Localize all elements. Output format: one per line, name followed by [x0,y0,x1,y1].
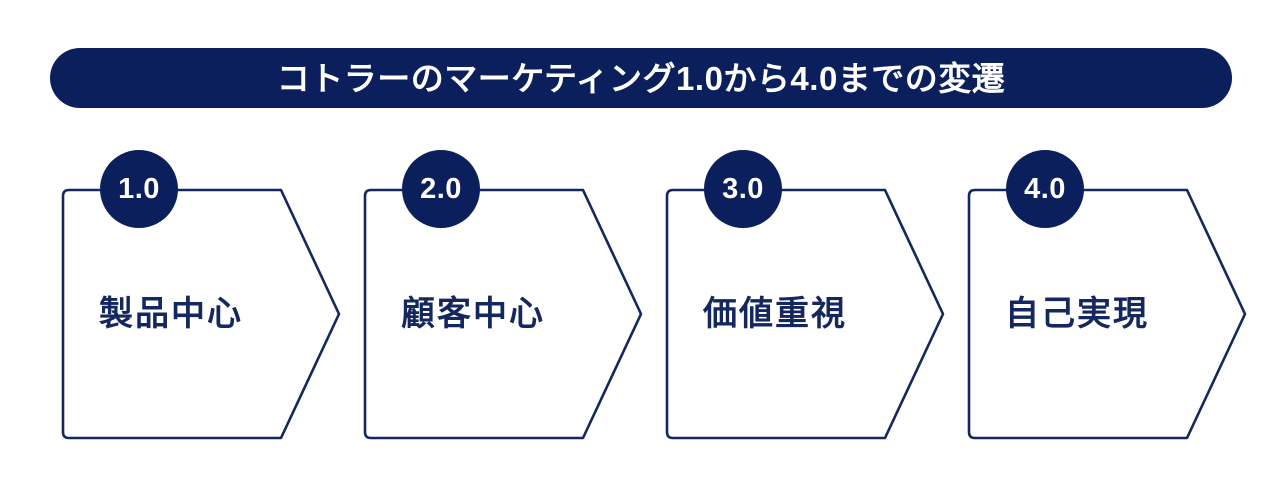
stage-badge-text-3: 3.0 [722,172,764,205]
stage-card-1[interactable]: 製品中心 1.0 [55,150,351,446]
chevron-shape-icon [61,188,341,440]
stage-badge-4: 4.0 [1006,150,1084,228]
chevron-shape-icon [363,188,643,440]
chevron-shape-icon [665,188,945,440]
stage-label-3: 価値重視 [703,295,847,333]
stage-badge-text-4: 4.0 [1024,172,1066,205]
stage-label-1: 製品中心 [99,295,243,333]
stage-badge-1: 1.0 [100,150,178,228]
stage-card-3[interactable]: 価値重視 3.0 [659,150,955,446]
chevron-shape-icon [967,188,1247,440]
stage-badge-3: 3.0 [704,150,782,228]
diagram-title-banner: コトラーのマーケティング1.0から4.0までの変遷 [50,48,1232,108]
stage-card-4[interactable]: 自己実現 4.0 [961,150,1257,446]
stage-label-4: 自己実現 [1005,295,1149,333]
stage-card-2[interactable]: 顧客中心 2.0 [357,150,653,446]
stage-label-2: 顧客中心 [401,295,545,333]
stage-badge-text-1: 1.0 [118,172,160,205]
page-title: コトラーのマーケティング1.0から4.0までの変遷 [276,59,1006,97]
stage-badge-text-2: 2.0 [420,172,462,205]
stage-badge-2: 2.0 [402,150,480,228]
